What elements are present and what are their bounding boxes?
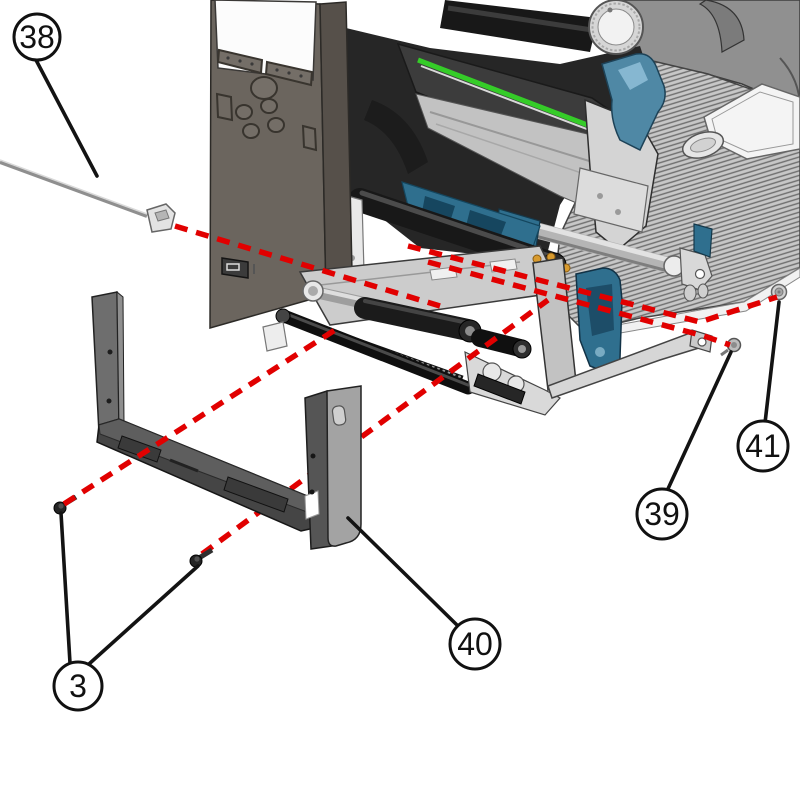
assembly-line-to-41 <box>407 243 778 325</box>
leader-lines <box>34 58 781 666</box>
assembly-line-screw-right <box>200 297 550 557</box>
callout-40-label: 40 <box>457 626 493 662</box>
callout-40: 40 <box>448 617 502 671</box>
dispenser-unit <box>262 245 713 416</box>
front-panel <box>209 0 353 329</box>
callout-3-label: 3 <box>69 668 87 704</box>
printer-illustration <box>209 0 800 340</box>
media-guide-plate <box>573 167 649 233</box>
callout-41: 41 <box>736 419 790 473</box>
panel-buttons <box>215 48 318 152</box>
peel-bracket-part40 <box>91 290 362 550</box>
unit-lower-frame <box>262 321 561 416</box>
callout-3: 3 <box>52 660 104 712</box>
pinch-roller <box>471 329 532 359</box>
label-sensor-cover <box>401 181 541 251</box>
head-cam <box>364 100 428 174</box>
callout-39-label: 39 <box>644 496 680 532</box>
usb-port <box>221 257 255 279</box>
peel-bar-roller <box>275 308 475 395</box>
assembly-line-screw-left <box>62 325 340 507</box>
damper-right-knob <box>693 223 713 258</box>
printhead-stripe <box>417 57 591 129</box>
panel-side <box>319 1 353 297</box>
bracket-left-plate <box>91 291 120 434</box>
assembly-line-rod <box>174 223 441 309</box>
assembly-lines <box>62 223 778 507</box>
assembly-line-to-39 <box>427 259 731 348</box>
enter-button <box>250 76 278 100</box>
callout-38: 38 <box>12 12 62 62</box>
screw-part3-right <box>189 547 214 568</box>
ribbon-spindle <box>440 0 644 55</box>
callout-41-label: 41 <box>745 428 781 464</box>
base-oval-hole <box>681 131 725 159</box>
unit-left-clip <box>262 321 288 352</box>
callout-38-label: 38 <box>19 19 55 55</box>
callout-39: 39 <box>635 487 689 541</box>
rod-part38 <box>0 159 176 233</box>
bracket-right-plate <box>326 385 362 547</box>
head-lever <box>601 53 666 152</box>
